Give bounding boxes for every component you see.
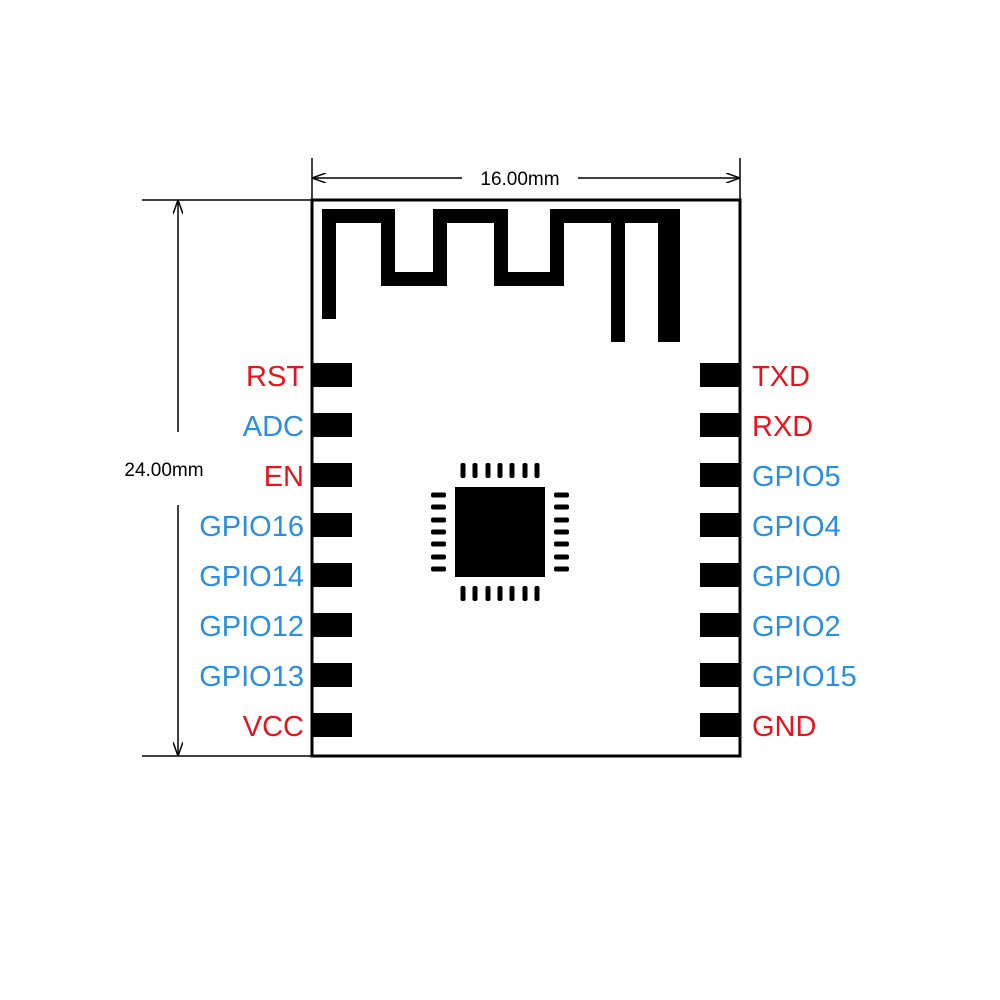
height-dimension: 24.00mm xyxy=(124,199,312,757)
chip-pin xyxy=(509,463,515,478)
chip-pin xyxy=(554,517,569,523)
right-pad-gnd xyxy=(700,713,740,737)
chip-pin xyxy=(554,492,569,498)
chip-pin xyxy=(431,566,446,572)
chip-pin xyxy=(431,504,446,510)
chip-pin xyxy=(472,586,478,601)
chip-pin xyxy=(460,586,466,601)
chip-pin xyxy=(522,463,528,478)
chip-pin xyxy=(522,586,528,601)
left-pin-label: GPIO12 xyxy=(199,611,304,643)
right-pin-label: GPIO5 xyxy=(752,461,841,493)
qfn-chip xyxy=(431,463,569,601)
chip-pin xyxy=(431,541,446,547)
chip-pin xyxy=(460,463,466,478)
right-pad-gpio4 xyxy=(700,513,740,537)
right-pin-labels: TXD RXD GPIO5 GPIO4 GPIO0 GPIO2 GPIO15 G… xyxy=(752,361,857,743)
chip-pin xyxy=(534,463,540,478)
left-pin-label: GPIO16 xyxy=(199,511,304,543)
right-pad-gpio5 xyxy=(700,463,740,487)
chip-pin xyxy=(431,517,446,523)
left-pad-vcc xyxy=(312,713,352,737)
chip-pin xyxy=(509,586,515,601)
right-pin-label: GPIO15 xyxy=(752,661,857,693)
chip-pin xyxy=(554,541,569,547)
chip-pin xyxy=(485,586,491,601)
right-pad-txd xyxy=(700,363,740,387)
chip-pin xyxy=(497,463,503,478)
right-pin-label: RXD xyxy=(752,411,813,443)
chip-pin xyxy=(497,586,503,601)
right-pad-gpio2 xyxy=(700,613,740,637)
right-pad-gpio15 xyxy=(700,663,740,687)
left-pin-label: ADC xyxy=(243,411,304,443)
height-label: 24.00mm xyxy=(124,460,203,481)
left-pad-rst xyxy=(312,363,352,387)
right-pin-label: TXD xyxy=(752,361,810,393)
left-pad-gpio16 xyxy=(312,513,352,537)
left-pin-label: GPIO13 xyxy=(199,661,304,693)
left-pin-labels: RST ADC EN GPIO16 GPIO14 GPIO12 GPIO13 V… xyxy=(199,361,304,743)
chip-pin xyxy=(534,586,540,601)
right-pad-gpio0 xyxy=(700,563,740,587)
chip-pin xyxy=(431,554,446,560)
right-pin-label: GND xyxy=(752,711,816,743)
chip-pin xyxy=(472,463,478,478)
chip-pin xyxy=(485,463,491,478)
chip-pins xyxy=(431,463,569,601)
chip-pin xyxy=(431,529,446,535)
chip-pin xyxy=(554,554,569,560)
width-label: 16.00mm xyxy=(480,169,559,190)
right-pin-label: GPIO0 xyxy=(752,561,841,593)
chip-pin xyxy=(554,566,569,572)
left-pad-en xyxy=(312,463,352,487)
left-pin-label: GPIO14 xyxy=(199,561,304,593)
chip-pin xyxy=(554,529,569,535)
right-pin-label: GPIO4 xyxy=(752,511,841,543)
right-pads xyxy=(700,363,740,737)
width-dimension: 16.00mm xyxy=(311,158,741,200)
chip-pin xyxy=(554,504,569,510)
left-pads xyxy=(312,363,352,737)
chip-pin xyxy=(431,492,446,498)
left-pad-gpio13 xyxy=(312,663,352,687)
left-pin-label: RST xyxy=(246,361,304,393)
left-pad-adc xyxy=(312,413,352,437)
pcb-antenna xyxy=(322,209,680,342)
left-pin-label: EN xyxy=(264,461,304,493)
right-pin-label: GPIO2 xyxy=(752,611,841,643)
left-pad-gpio12 xyxy=(312,613,352,637)
left-pin-label: VCC xyxy=(243,711,304,743)
left-pad-gpio14 xyxy=(312,563,352,587)
chip-body xyxy=(455,487,545,577)
right-pad-rxd xyxy=(700,413,740,437)
